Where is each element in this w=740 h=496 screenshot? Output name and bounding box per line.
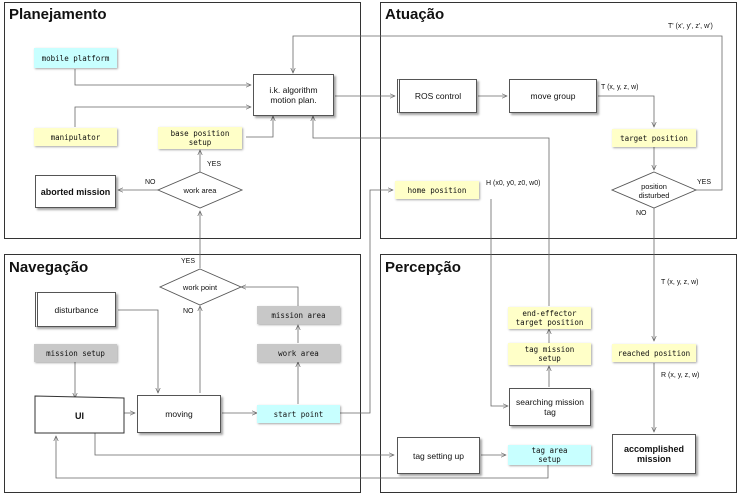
ui-shape	[34, 395, 125, 434]
edge-start-to-home	[340, 190, 393, 414]
label-no-work-point: NO	[183, 308, 194, 315]
title-navegacao: Navegação	[9, 259, 89, 276]
panel-atuacao	[380, 2, 737, 239]
edge-endeffector-to-ik	[313, 116, 550, 306]
node-end-effector-target: end-effector target position	[508, 307, 591, 329]
edge-ui-to-tagsetting	[94, 432, 394, 455]
edge-tagarea-to-ui	[56, 436, 549, 479]
node-mission-setup: mission setup	[34, 344, 117, 362]
edge-base-to-ik	[246, 116, 273, 138]
label-yes-work-point: YES	[181, 258, 196, 265]
node-accomplished-mission: accomplished mission	[612, 434, 696, 474]
node-base-position-setup: base position setup	[158, 127, 242, 149]
label-h-home: H (x0, y0, z0, w0)	[486, 180, 541, 187]
node-ros-control: ROS control	[397, 79, 477, 113]
node-home-position: home position	[395, 181, 479, 199]
edge-mobile-to-ik	[74, 69, 251, 85]
label-yes-disturbed: YES	[697, 179, 712, 186]
node-mobile-platform: mobile platform	[34, 48, 117, 68]
edge-disturbance-to-moving	[118, 309, 158, 393]
diamond-position-disturbed	[610, 171, 698, 209]
edge-disturbed-feedback	[293, 35, 723, 191]
node-aborted-mission: aborted mission	[35, 175, 116, 208]
node-mission-area: mission area	[257, 306, 340, 324]
edge-move-to-target	[598, 95, 654, 127]
edge-manipulator-to-ik	[74, 107, 251, 127]
node-tag-mission-setup: tag mission setup	[508, 343, 591, 365]
node-reached-position: reached position	[612, 344, 696, 362]
node-start-point: start point	[257, 405, 340, 423]
label-t-reached: T (x, y, z, w)	[661, 279, 699, 286]
node-moving: moving	[137, 395, 221, 433]
node-ik-algorithm: i.k. algorithm motion plan.	[253, 74, 334, 116]
edge-missionarea-to-workpoint	[241, 287, 299, 306]
label-work-area-decision: work area	[183, 185, 217, 195]
label-r-accomplished: R (x, y, z, w)	[661, 372, 700, 379]
label-yes-work-area: YES	[207, 161, 222, 168]
title-percepcao: Percepção	[385, 259, 461, 276]
label-no-disturbed: NO	[636, 210, 647, 217]
node-move-group: move group	[509, 79, 597, 113]
node-ui: UI	[75, 411, 84, 421]
node-manipulator: manipulator	[34, 128, 117, 146]
title-planejamento: Planejamento	[9, 6, 107, 23]
node-disturbance: disturbance	[35, 292, 116, 327]
edge-home-to-searching	[490, 199, 508, 406]
node-searching-mission-tag: searching mission tag	[509, 388, 591, 426]
label-t-target: T (x, y, z, w)	[601, 84, 639, 91]
node-tag-area-setup: tag area setup	[508, 445, 591, 465]
node-tag-setting-up: tag setting up	[397, 437, 480, 474]
label-no-work-area: NO	[145, 179, 156, 186]
title-atuacao: Atuação	[385, 6, 445, 23]
label-work-point: work point	[182, 282, 218, 292]
node-target-position: target position	[612, 129, 696, 147]
label-t-prime: T' (x', y', z', w')	[668, 23, 713, 30]
diamond-work-area	[156, 171, 244, 209]
diamond-work-point	[158, 268, 243, 306]
label-position-disturbed: position disturbed	[638, 182, 670, 200]
node-work-area: work area	[257, 344, 340, 362]
